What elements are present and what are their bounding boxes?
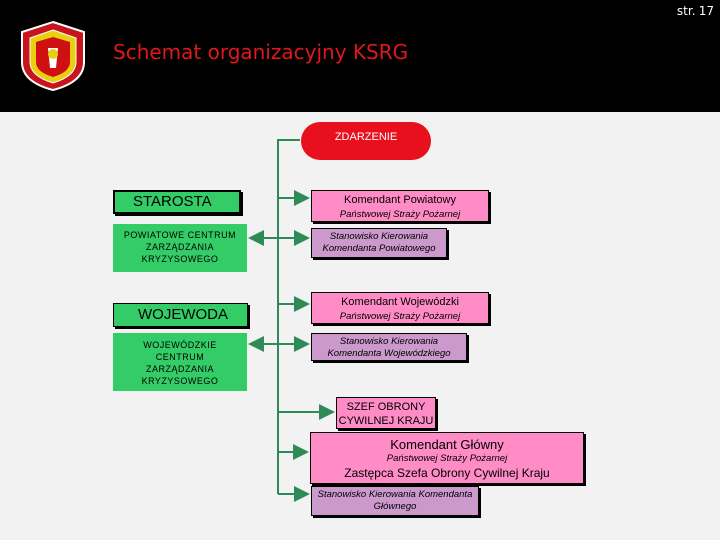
kom-woj-sub: Państwowej Straży Pożarnej [339,311,461,322]
trunk-line [277,139,300,494]
pczk-box: POWIATOWE CENTRUM ZARZĄDZANIA KRYZYSOWEG… [113,224,247,272]
event-node: ZDARZENIE [301,122,431,160]
szef-box: SZEF OBRONY CYWILNEJ KRAJU [336,397,436,429]
header-bar: Schemat organizacyjny KSRG str. 17 [0,0,720,112]
kom-woj-box: Komendant Wojewódzki Państwowej Straży P… [311,292,489,324]
wojewoda-box: WOJEWODA [113,303,248,327]
sk-gl-box: Stanowisko Kierowania Komendanta Główneg… [311,486,479,516]
kom-gl-sub: Państwowej Straży Pożarnej [386,453,508,464]
page-title: Schemat organizacyjny KSRG [113,40,409,64]
sk-woj-text: Stanowisko Kierowania Komendanta Wojewód… [327,336,451,359]
page-number-label: str. [676,4,696,18]
sk-woj-box: Stanowisko Kierowania Komendanta Wojewód… [311,333,467,361]
szef-text: SZEF OBRONY CYWILNEJ KRAJU [338,401,434,427]
sk-pow-box: Stanowisko Kierowania Komendanta Powiato… [311,228,447,258]
fire-brigade-emblem-icon [21,20,85,92]
kom-pow-sub: Państwowej Straży Pożarnej [339,209,461,220]
kom-gl-title: Komendant Główny [390,437,504,452]
kom-woj-title: Komendant Wojewódzki [341,296,459,308]
kom-pow-title: Komendant Powiatowy [344,194,456,206]
kom-gl-box: Komendant Główny Państwowej Straży Pożar… [310,432,584,484]
page-number-value: 17 [698,4,714,18]
kom-gl-role: Zastępca Szefa Obrony Cywilnej Kraju [344,466,550,480]
sk-pow-text: Stanowisko Kierowania Komendanta Powiato… [322,231,436,254]
sk-gl-text: Stanowisko Kierowania Komendanta Główneg… [317,489,473,512]
page-number: str. 17 [677,4,714,18]
kom-pow-box: Komendant Powiatowy Państwowej Straży Po… [311,190,489,222]
starosta-box: STAROSTA [113,190,241,214]
wczk-box: WOJEWÓDZKIE CENTRUM ZARZĄDZANIA KRYZYSOW… [113,333,247,391]
